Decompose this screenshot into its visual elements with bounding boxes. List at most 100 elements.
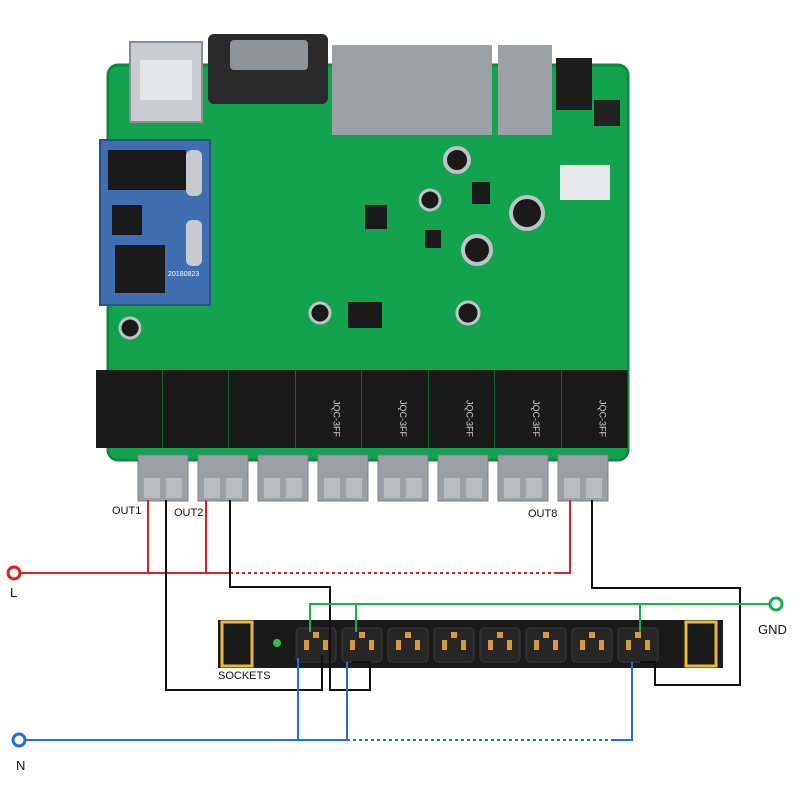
relay-6 bbox=[428, 370, 495, 448]
socket-earth-pin-icon bbox=[543, 632, 549, 638]
relay-1 bbox=[96, 370, 162, 448]
ic-chip-icon bbox=[425, 230, 441, 248]
terminal-lever-icon bbox=[166, 478, 182, 498]
ic-chip-icon bbox=[348, 302, 382, 328]
module-date-label: 20180823 bbox=[168, 271, 199, 278]
socket-pin-icon bbox=[553, 640, 558, 650]
socket-earth-pin-icon bbox=[313, 632, 319, 638]
terminal-lever-icon bbox=[286, 478, 302, 498]
reset-button-icon bbox=[594, 100, 620, 126]
relay-2 bbox=[162, 370, 229, 448]
socket-outlet-icon bbox=[525, 627, 567, 663]
relay-brand-label: JQC-3FF bbox=[332, 400, 342, 438]
socket-outlet-icon bbox=[295, 627, 337, 663]
terminal-lever-icon bbox=[406, 478, 422, 498]
strip-bracket-left bbox=[220, 620, 254, 668]
terminal-lever-icon bbox=[346, 478, 362, 498]
board-label-area bbox=[560, 165, 610, 200]
socket-pin-icon bbox=[350, 640, 355, 650]
ic-chip-icon bbox=[365, 205, 387, 229]
socket-4 bbox=[433, 627, 475, 663]
socket-pin-icon bbox=[599, 640, 604, 650]
socket-pin-icon bbox=[507, 640, 512, 650]
network-module: 20180823 bbox=[99, 139, 211, 306]
socket-earth-pin-icon bbox=[589, 632, 595, 638]
socket-outlet-icon bbox=[387, 627, 429, 663]
relay-brand-label: JQC-3FF bbox=[465, 400, 475, 438]
capacitor-icon bbox=[308, 301, 332, 325]
relay-8 bbox=[561, 370, 628, 448]
capacitor-icon bbox=[443, 146, 471, 174]
socket-earth-pin-icon bbox=[635, 632, 641, 638]
relay-4 bbox=[295, 370, 362, 448]
ground-wire bbox=[309, 603, 772, 632]
relay-7 bbox=[495, 370, 561, 448]
relay-5 bbox=[362, 370, 428, 448]
neutral-label: N bbox=[16, 758, 26, 773]
socket-outlet-icon bbox=[479, 627, 521, 663]
input-terminal-block bbox=[332, 45, 552, 135]
socket-strip bbox=[218, 620, 723, 668]
socket-pin-icon bbox=[534, 640, 539, 650]
socket-pin-icon bbox=[442, 640, 447, 650]
socket-3 bbox=[387, 627, 429, 663]
terminal-lever-icon bbox=[526, 478, 542, 498]
socket-6 bbox=[525, 627, 567, 663]
socket-pin-icon bbox=[415, 640, 420, 650]
neutral-terminal-icon bbox=[11, 732, 27, 748]
terminal-lever-icon bbox=[264, 478, 280, 498]
terminal-lever-icon bbox=[204, 478, 220, 498]
terminal-lever-icon bbox=[586, 478, 602, 498]
ground-label: GND bbox=[758, 622, 787, 637]
socket-1 bbox=[295, 627, 337, 663]
socket-pin-icon bbox=[461, 640, 466, 650]
relay-brand-label: JQC-3FF bbox=[398, 400, 408, 438]
terminal-lever-icon bbox=[324, 478, 340, 498]
socket-8 bbox=[617, 627, 659, 663]
socket-earth-pin-icon bbox=[405, 632, 411, 638]
socket-earth-pin-icon bbox=[497, 632, 503, 638]
socket-pin-icon bbox=[645, 640, 650, 650]
out8-label: OUT8 bbox=[528, 508, 558, 520]
line-terminal-icon bbox=[6, 565, 22, 581]
socket-pin-icon bbox=[323, 640, 328, 650]
capacitor-icon bbox=[509, 195, 545, 231]
relay-row: JQC-3FF JQC-3FF JQC-3FF JQC-3FF JQC-3FF bbox=[96, 370, 628, 448]
socket-pin-icon bbox=[580, 640, 585, 650]
socket-outlet-icon bbox=[617, 627, 659, 663]
load-wires bbox=[165, 500, 741, 691]
socket-pin-icon bbox=[396, 640, 401, 650]
terminal-lever-icon bbox=[384, 478, 400, 498]
out1-label: OUT1 bbox=[112, 505, 142, 517]
relay-board: 20180823 bbox=[99, 34, 630, 462]
terminal-lever-icon bbox=[444, 478, 460, 498]
terminal-lever-icon bbox=[504, 478, 520, 498]
ground-terminal-icon bbox=[768, 596, 784, 612]
socket-pin-icon bbox=[488, 640, 493, 650]
terminal-lever-icon bbox=[226, 478, 242, 498]
line-label: L bbox=[10, 585, 18, 600]
relay-3 bbox=[229, 370, 295, 448]
socket-earth-pin-icon bbox=[359, 632, 365, 638]
neutral-wire bbox=[20, 658, 633, 741]
terminal-lever-icon bbox=[466, 478, 482, 498]
socket-7 bbox=[571, 627, 613, 663]
socket-outlet-icon bbox=[571, 627, 613, 663]
capacitor-icon bbox=[461, 234, 493, 266]
relay-brand-label: JQC-3FF bbox=[531, 400, 541, 438]
socket-outlet-icon bbox=[433, 627, 475, 663]
capacitor-icon bbox=[118, 316, 142, 340]
terminal-lever-icon bbox=[564, 478, 580, 498]
out2-label: OUT2 bbox=[174, 507, 204, 519]
relay-brand-label: JQC-3FF bbox=[598, 400, 608, 438]
socket-2 bbox=[341, 627, 383, 663]
socket-earth-pin-icon bbox=[451, 632, 457, 638]
socket-pin-icon bbox=[369, 640, 374, 650]
wiring bbox=[20, 500, 772, 741]
terminal-lever-icon bbox=[144, 478, 160, 498]
output-terminal-row bbox=[137, 454, 609, 502]
socket-pin-icon bbox=[626, 640, 631, 650]
socket-5 bbox=[479, 627, 521, 663]
ic-chip-icon bbox=[472, 182, 490, 204]
